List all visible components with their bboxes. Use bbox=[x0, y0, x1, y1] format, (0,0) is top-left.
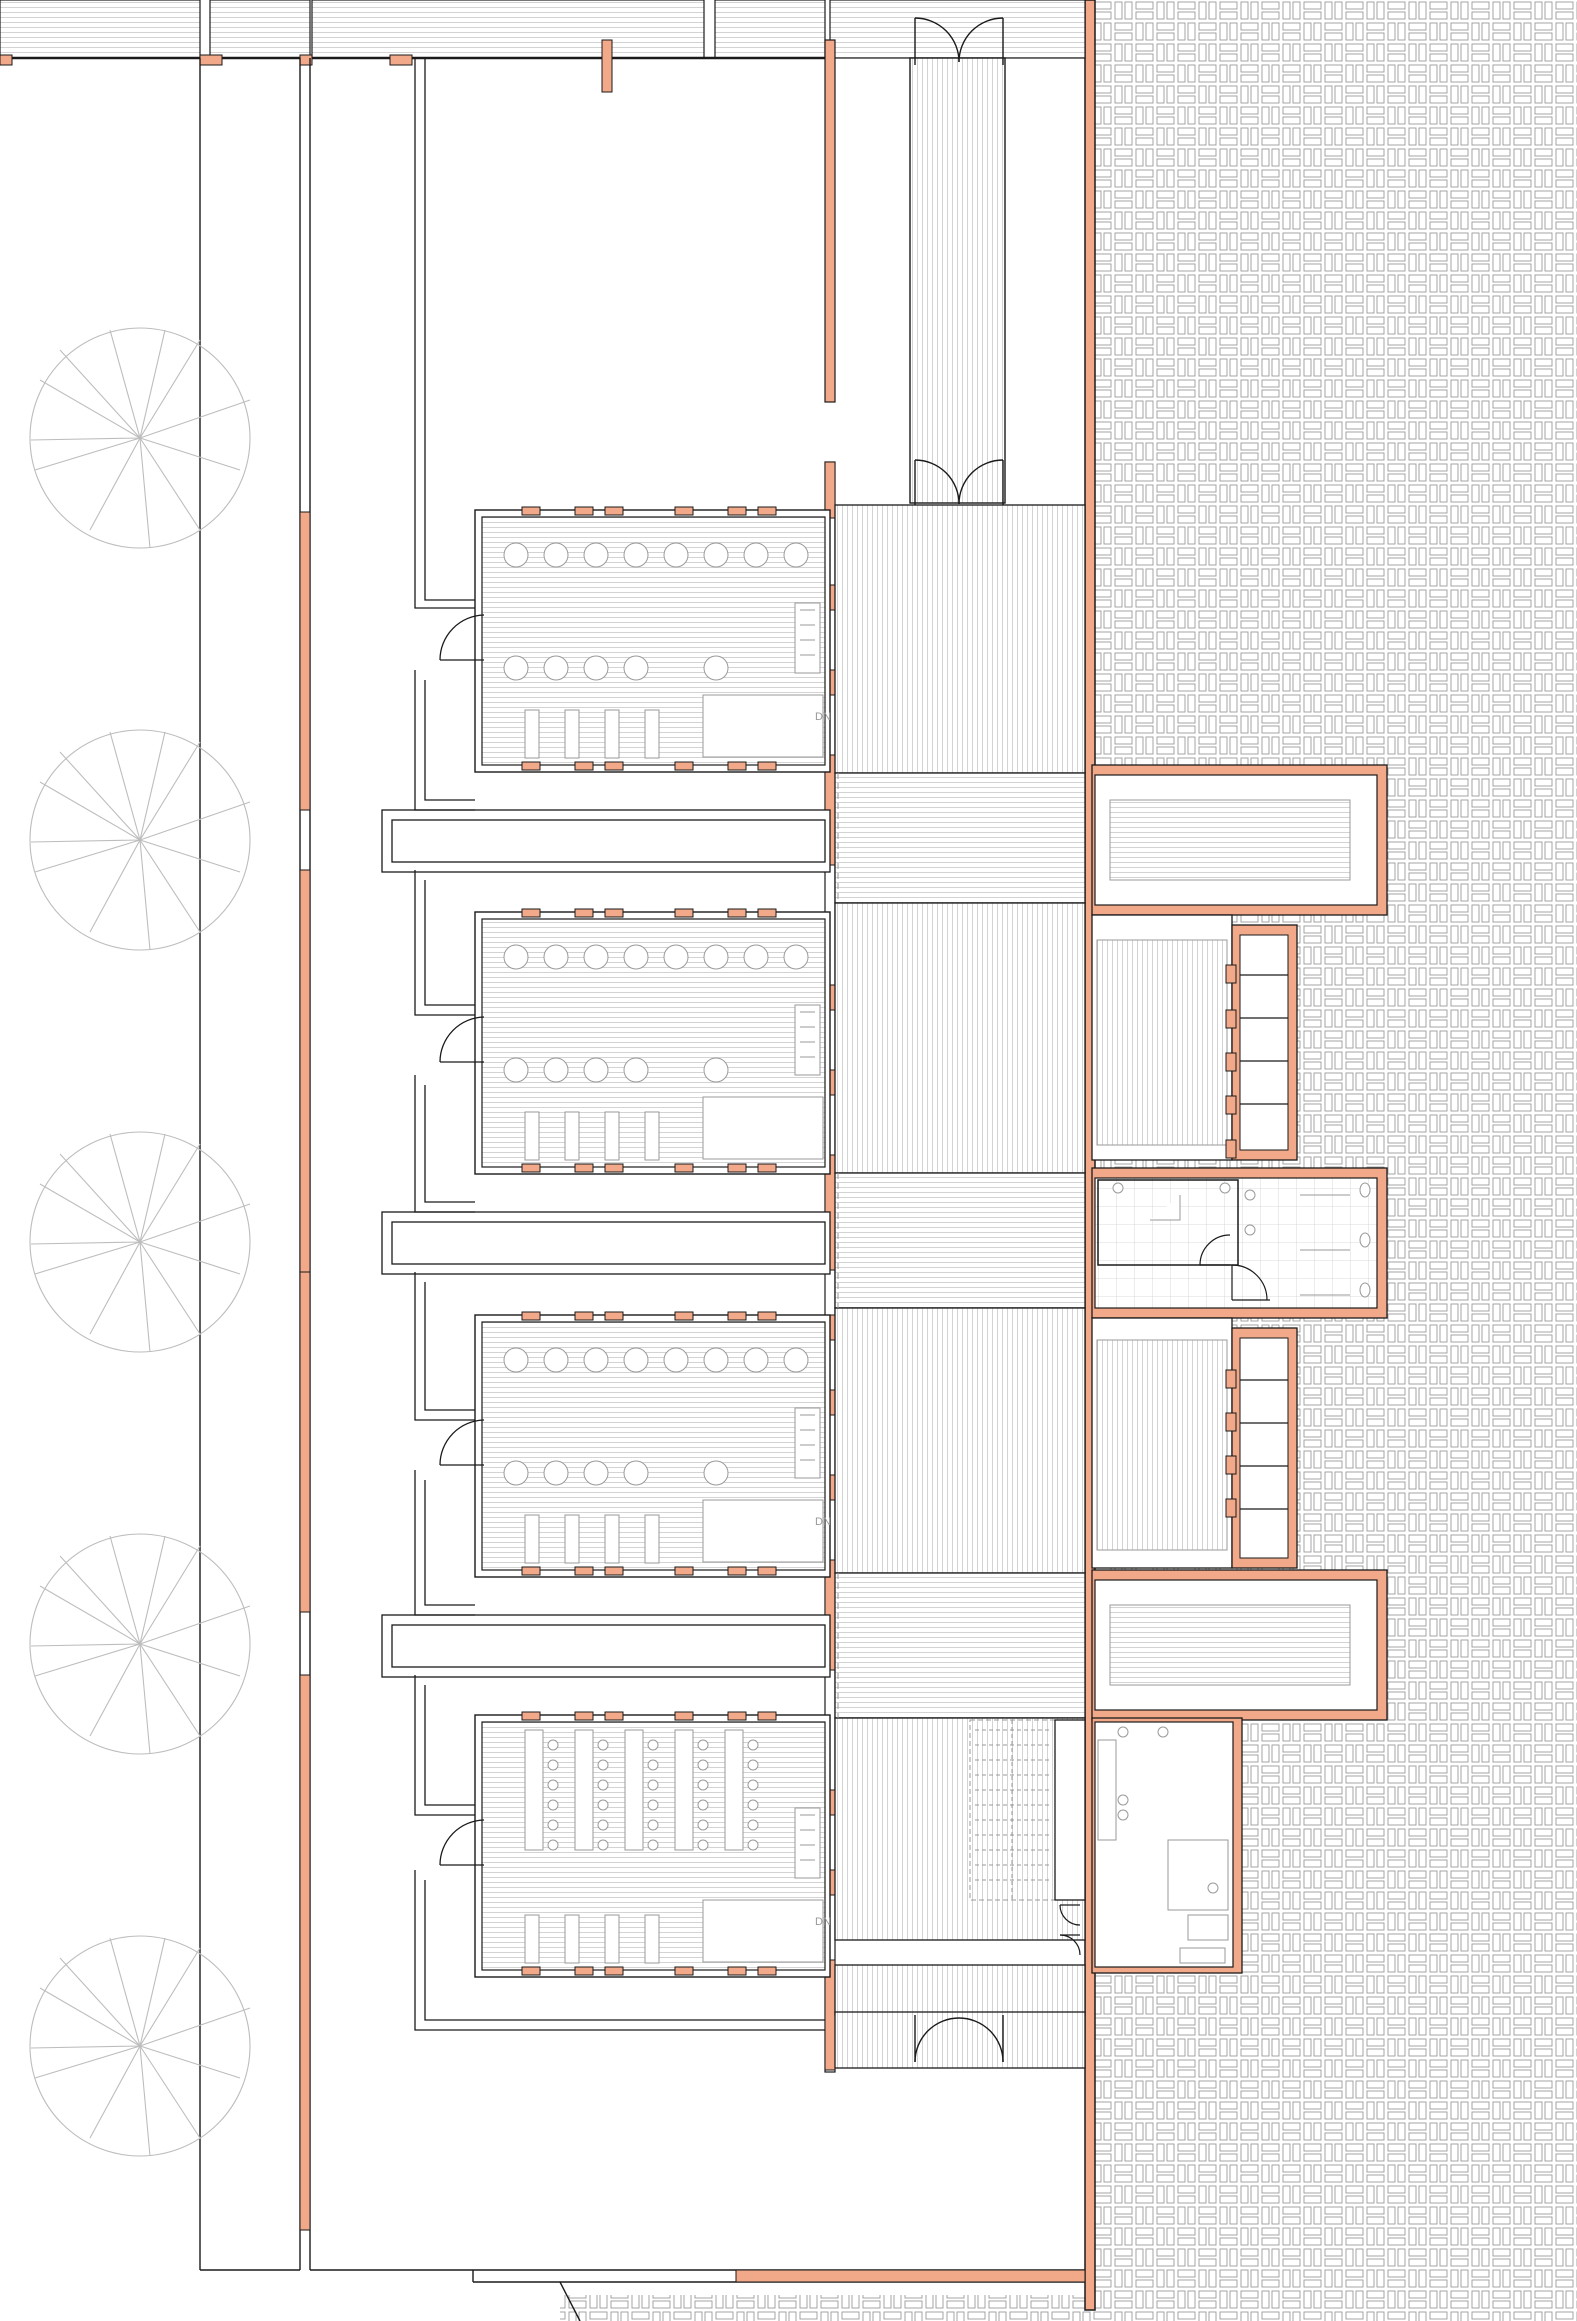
room-label: DN bbox=[815, 1916, 831, 1928]
storage-upper bbox=[1091, 914, 1298, 1161]
door-icon[interactable] bbox=[439, 1419, 485, 1466]
corridor bbox=[834, 504, 1086, 2016]
tree-icon bbox=[29, 1131, 251, 1353]
classroom-4: DN bbox=[474, 1711, 831, 1978]
storage-lower bbox=[1091, 1317, 1298, 1569]
lift-shaft bbox=[1054, 1719, 1086, 1901]
classroom-2 bbox=[474, 908, 831, 1175]
west-wall-pieces bbox=[299, 511, 1086, 2283]
top-edge bbox=[0, 0, 1086, 59]
stair bbox=[969, 1719, 1056, 1901]
tree-icon bbox=[29, 729, 251, 951]
spine-wall-north bbox=[824, 39, 836, 403]
room-label: DN bbox=[815, 711, 831, 723]
door-icon[interactable] bbox=[1059, 1904, 1081, 1956]
door-icon[interactable] bbox=[439, 1819, 485, 1866]
annex-south bbox=[1091, 1569, 1388, 1721]
trees bbox=[29, 327, 251, 2157]
canopy-strips bbox=[381, 809, 831, 1678]
door-icon[interactable] bbox=[439, 614, 485, 661]
room-label: DN bbox=[815, 1516, 831, 1528]
entrance-north bbox=[909, 57, 1006, 504]
tree-icon bbox=[29, 1935, 251, 2157]
tree-icon bbox=[29, 1533, 251, 1755]
room-outline-frames bbox=[414, 58, 825, 2031]
paving-area-south bbox=[560, 2295, 1092, 2321]
classroom-3: DN bbox=[474, 1311, 831, 1578]
door-icon[interactable] bbox=[1199, 1234, 1270, 1301]
door-icon[interactable] bbox=[439, 1016, 485, 1063]
door-icon[interactable] bbox=[914, 17, 1004, 505]
toilets bbox=[1091, 1167, 1388, 1319]
staff-room bbox=[1091, 1717, 1243, 1974]
tree-icon bbox=[29, 327, 251, 549]
entrance-south bbox=[834, 2011, 1086, 2069]
door-icon[interactable] bbox=[914, 2015, 1004, 2063]
annex-north bbox=[1091, 764, 1388, 916]
classroom-1: DN bbox=[474, 506, 831, 773]
